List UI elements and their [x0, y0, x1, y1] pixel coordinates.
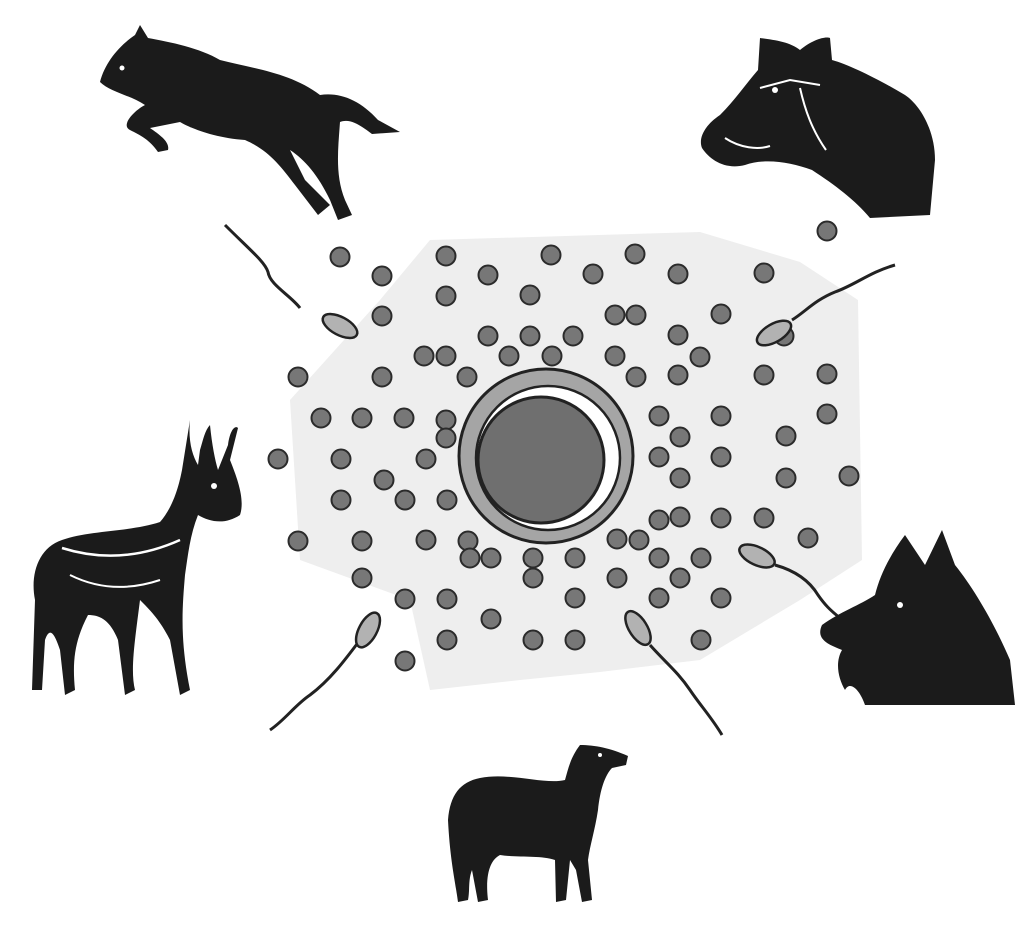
egg-cell: [459, 369, 633, 543]
particle-dot: [438, 631, 457, 650]
particle-dot: [627, 306, 646, 325]
llama-icon: [448, 745, 628, 902]
particle-dot: [692, 631, 711, 650]
particle-dot: [524, 631, 543, 650]
particle-dot: [269, 450, 288, 469]
particle-dot: [461, 549, 480, 568]
sperm-cell: [225, 225, 361, 343]
particle-dot: [566, 589, 585, 608]
particle-dot: [332, 450, 351, 469]
particle-dot: [542, 246, 561, 265]
particle-dot: [608, 530, 627, 549]
sperm-cell: [270, 609, 385, 730]
particle-dot: [669, 366, 688, 385]
particle-dot: [818, 405, 837, 424]
particle-dot: [415, 347, 434, 366]
particle-dot: [459, 532, 478, 551]
particle-dot: [353, 532, 372, 551]
particle-dot: [479, 266, 498, 285]
particle-dot: [437, 429, 456, 448]
particle-dot: [669, 265, 688, 284]
particle-dot: [332, 491, 351, 510]
particle-dot: [375, 471, 394, 490]
particle-dot: [566, 549, 585, 568]
particle-dot: [437, 347, 456, 366]
particle-dot: [438, 491, 457, 510]
particle-dot: [289, 368, 308, 387]
particle-dot: [543, 347, 562, 366]
particle-dot: [606, 306, 625, 325]
particle-dot: [691, 348, 710, 367]
particle-dot: [417, 450, 436, 469]
particle-dot: [373, 307, 392, 326]
pronghorn-icon: [32, 420, 242, 695]
particle-dot: [312, 409, 331, 428]
particle-dot: [626, 245, 645, 264]
particle-dot: [458, 368, 477, 387]
particle-dot: [437, 411, 456, 430]
particle-dot: [438, 590, 457, 609]
particle-dot: [437, 247, 456, 266]
cow-icon: [701, 38, 935, 219]
particle-dot: [524, 549, 543, 568]
ooplasm: [478, 397, 604, 523]
particle-dot: [521, 327, 540, 346]
particle-dot: [482, 549, 501, 568]
particle-dot: [627, 368, 646, 387]
particle-dot: [777, 469, 796, 488]
particle-dot: [755, 366, 774, 385]
particle-dot: [566, 631, 585, 650]
particle-dot: [331, 248, 350, 267]
particle-dot: [373, 267, 392, 286]
particle-dot: [712, 305, 731, 324]
particle-dot: [671, 428, 690, 447]
particle-dot: [692, 549, 711, 568]
particle-dot: [437, 287, 456, 306]
particle-dot: [353, 569, 372, 588]
particle-dot: [524, 569, 543, 588]
particle-dot: [584, 265, 603, 284]
particle-dot: [396, 590, 415, 609]
particle-dot: [564, 327, 583, 346]
particle-dot: [712, 448, 731, 467]
particle-dot: [777, 427, 796, 446]
particle-dot: [521, 286, 540, 305]
particle-dot: [818, 222, 837, 241]
particle-dot: [755, 264, 774, 283]
particle-dot: [417, 531, 436, 550]
particle-dot: [650, 407, 669, 426]
particle-dot: [500, 347, 519, 366]
particle-dot: [289, 532, 308, 551]
particle-dot: [650, 589, 669, 608]
particle-dot: [650, 511, 669, 530]
particle-dot: [608, 569, 627, 588]
horse-icon: [100, 25, 400, 220]
particle-dot: [712, 509, 731, 528]
particle-dot: [395, 409, 414, 428]
particle-dot: [396, 491, 415, 510]
particle-dot: [840, 467, 859, 486]
particle-dot: [650, 549, 669, 568]
particle-dot: [671, 508, 690, 527]
particle-dot: [606, 347, 625, 366]
particle-dot: [712, 589, 731, 608]
particle-dot: [373, 368, 392, 387]
particle-dot: [650, 448, 669, 467]
particle-dot: [630, 531, 649, 550]
particle-dot: [755, 509, 774, 528]
particle-dot: [669, 326, 688, 345]
particle-dot: [396, 652, 415, 671]
particle-dot: [479, 327, 498, 346]
particle-dot: [671, 569, 690, 588]
particle-dot: [482, 610, 501, 629]
particle-dot: [799, 529, 818, 548]
particle-dot: [353, 409, 372, 428]
particle-dot: [818, 365, 837, 384]
particle-dot: [712, 407, 731, 426]
particle-dot: [671, 469, 690, 488]
